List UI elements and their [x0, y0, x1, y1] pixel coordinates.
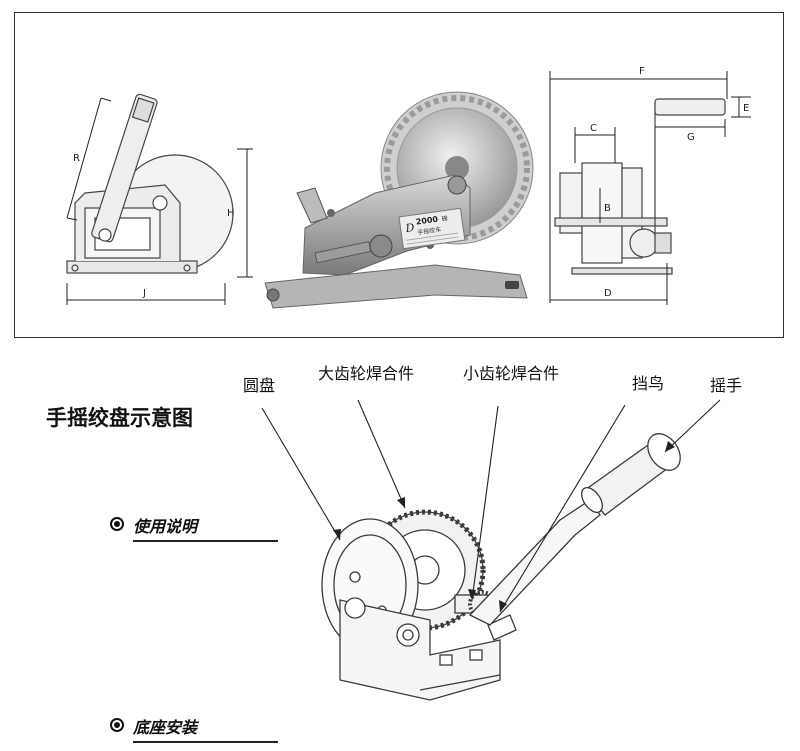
callout-handle: 摇手	[710, 376, 743, 395]
plate-unit: 磅	[441, 214, 448, 223]
callout-large-gear: 大齿轮焊合件	[318, 364, 415, 383]
section-usage: 使用说明	[133, 517, 198, 536]
front-view-dimensions	[549, 71, 751, 305]
bullet-icon	[110, 517, 124, 531]
front-view-drawing	[554, 98, 726, 275]
dim-label-b: B	[604, 203, 611, 214]
callout-leader-lines	[261, 399, 721, 613]
winch-photo: D 2000 磅 手摇绞车	[264, 91, 534, 309]
callout-arrowheads	[333, 441, 675, 612]
dim-label-h: H	[227, 208, 235, 219]
bullet-icon	[110, 718, 124, 732]
dimension-drawing: R H J D 2000 磅	[66, 66, 751, 309]
section-base-install: 底座安装	[133, 718, 198, 737]
section-usage-underline	[133, 540, 278, 542]
dim-label-e: E	[743, 103, 749, 114]
plate-brand: D	[404, 221, 416, 235]
callout-small-gear: 小齿轮焊合件	[463, 364, 560, 383]
winch-line-art	[321, 433, 681, 701]
dimension-drawing-panel: R H J D 2000 磅	[14, 12, 784, 338]
section-base-install-underline	[133, 741, 278, 743]
dim-label-c: C	[590, 123, 597, 134]
side-view-drawing	[66, 93, 234, 274]
side-view-dimensions	[66, 97, 253, 305]
plate-model: 2000	[415, 215, 439, 227]
plate-subtitle: 手摇绞车	[417, 225, 442, 236]
callout-pawl: 挡鸟	[632, 374, 665, 393]
dim-label-g: G	[687, 132, 695, 143]
dim-label-f: F	[639, 66, 645, 77]
dim-label-d: D	[604, 288, 612, 299]
dim-label-r: R	[73, 153, 80, 164]
dim-label-j: J	[142, 288, 146, 299]
diagram-title: 手摇绞盘示意图	[46, 406, 193, 430]
callout-disc: 圆盘	[243, 376, 276, 395]
